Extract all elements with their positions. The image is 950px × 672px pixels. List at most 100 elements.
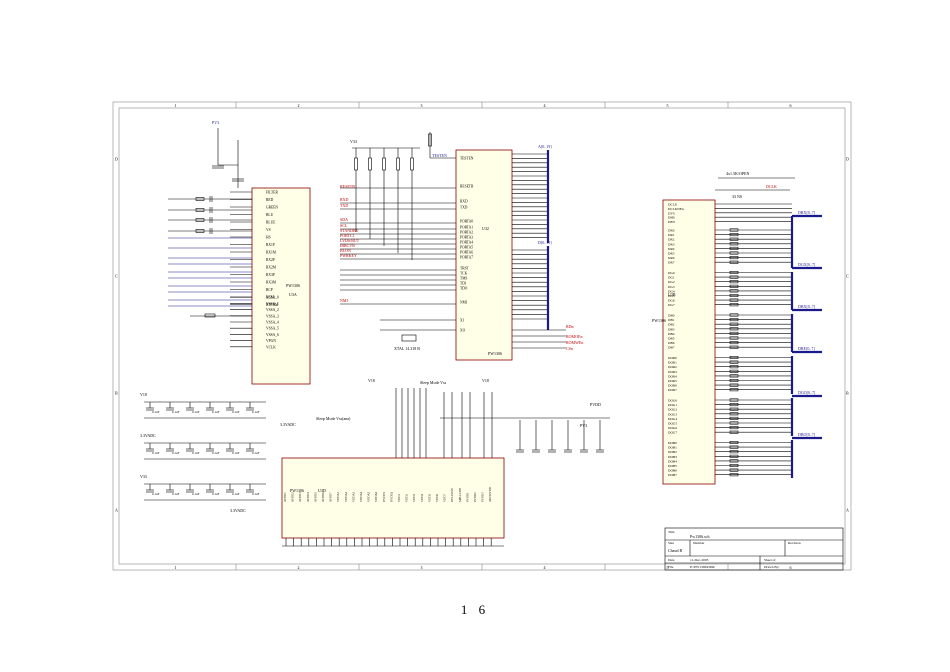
u3d-pin-label: VDDA1: [336, 491, 340, 502]
u3b-series-resistors: [729, 228, 739, 477]
cap-value: 0.1uF: [172, 492, 180, 496]
u3a-pin-label: VSSA_1: [266, 302, 279, 306]
u3b-chip-body: [662, 199, 716, 485]
u3b-pin-label: DR7: [668, 261, 675, 265]
input-resistor: [195, 197, 205, 201]
blon-label: BLON: [340, 248, 351, 253]
series-resistor: [729, 322, 739, 326]
u32-pin-label: TDI: [460, 282, 467, 286]
u3d-pin-label: AVDD2: [291, 492, 295, 502]
cap-value: 0.1uF: [152, 492, 160, 496]
column-label-bottom: 6: [790, 565, 792, 570]
series-resistor: [729, 270, 739, 274]
series-resistor: [729, 246, 739, 250]
u3b-pin-label: DR3: [668, 242, 675, 246]
series-resistor: [729, 459, 739, 463]
u3b-pin-label: DR5: [668, 252, 675, 256]
bus-b-label: DBX[0..7]: [798, 304, 816, 309]
u3b-pin-label: DB4: [668, 332, 675, 336]
u3a-pin-label: BLU: [266, 213, 274, 217]
v18-label-c: V18: [482, 378, 489, 383]
u32-pin-label: PORTA2: [460, 231, 473, 235]
series-resistor: [729, 233, 739, 237]
u3a-pin-label: RTERM: [266, 303, 279, 307]
series-resistor: [729, 228, 739, 232]
u3b-pin-label: DOR5: [668, 379, 677, 383]
u3b-pin-label: DOR2: [668, 365, 677, 369]
u3b-pin-label: DOG4: [668, 417, 677, 421]
u3b-pin-label: DOR0: [668, 356, 677, 360]
u3d-ref: U3D: [318, 488, 326, 493]
cap-value: 0.1uF: [232, 410, 240, 414]
csn-label: CSn: [566, 346, 573, 351]
series-resistor: [729, 327, 739, 331]
bus-r2-label: DRE[0..7]: [798, 346, 815, 351]
series-resistor: [729, 416, 739, 420]
u32-pin-label: PORTA7: [460, 256, 473, 260]
column-label-bottom: 5: [667, 565, 669, 570]
pwrkey-label: PWRKEY: [340, 253, 357, 258]
series-resistor: [729, 293, 739, 297]
u3d-pin-label: VDD7: [443, 494, 447, 502]
series-resistor: [729, 355, 739, 359]
u3d-pin-label: VDD6: [435, 494, 439, 502]
u3a-chip-body: [251, 187, 311, 385]
u3a-pins: FILTERREDGREENBLUBLUEVSHSRX1PRX1MRX2PRX2…: [230, 191, 279, 349]
row-label-left: A: [115, 508, 118, 513]
v33adc-label-a: 3.3VADC: [140, 433, 156, 438]
bus-g-label: DGX[0..7]: [798, 262, 816, 267]
pv3-label: PV3: [212, 120, 219, 125]
u3d-pin-label: AVDD4: [306, 492, 310, 502]
title-block: Title Pw1306.sch Size Chaud B Number Rev…: [664, 527, 844, 571]
u32-pin-label: TDO: [460, 287, 468, 291]
series-resistor: [729, 289, 739, 293]
column-label-top: 3: [421, 103, 423, 108]
u3a-pin-label: RCM: [266, 296, 275, 300]
bus-b2-label: DBO[0..7]: [798, 432, 816, 437]
u3d-pin-label: VDD5: [427, 494, 431, 502]
cap-value: 0.1uF: [152, 451, 160, 455]
tb-size-label: Size: [668, 541, 674, 545]
u32-pin-label: TRST: [460, 267, 470, 271]
pvdd-label: PVDD: [590, 402, 601, 407]
series-resistor: [729, 388, 739, 392]
series-resistor: [729, 331, 739, 335]
u3a-pin-label: RX3M: [266, 281, 277, 285]
u32-pin-label: PORTA6: [460, 251, 473, 255]
cap-value: 0.1uF: [192, 451, 200, 455]
column-label-bottom: 3: [421, 565, 423, 570]
cap-value: 0.1uF: [212, 410, 220, 414]
u3d-pin-label: AVDD3: [298, 492, 302, 502]
v18-label-b: V18: [368, 378, 375, 383]
u3b-pin-label: DOG3: [668, 412, 677, 416]
input-resistor: [195, 218, 205, 222]
u32-pin-label: RXD: [460, 200, 468, 204]
u3b-pin-label: DOG1: [668, 403, 677, 407]
tb-revision-label: Revision: [788, 541, 801, 545]
sleep-left-label: Sleep Mode Vss(ana): [316, 416, 351, 421]
series-resistor: [729, 403, 739, 407]
u3b-pin-label: DHS: [668, 216, 675, 220]
pullup-resistors: [354, 133, 432, 260]
u3a-pin-label: HS: [266, 236, 271, 240]
standby-label: STANDBY: [340, 228, 359, 233]
series-resistor: [729, 260, 739, 264]
series-resistor: [729, 426, 739, 430]
cap-value: 0.1uF: [172, 451, 180, 455]
u3d-pin-label: PVDD3: [481, 492, 485, 502]
u3b-pin-label: DG7: [668, 303, 675, 307]
u3a-pin-label: RX2P: [266, 258, 275, 262]
series-resistor: [729, 242, 739, 246]
u3d-part: PW1306: [290, 488, 304, 493]
pullup-resistor: [396, 157, 400, 171]
u3b-ref: U3B: [668, 292, 676, 297]
sda-label: SDA: [340, 217, 348, 222]
series-resistor: [729, 430, 739, 434]
u3a-pin-label: VS: [266, 228, 271, 232]
u3b-pin-label: DR6: [668, 256, 675, 260]
u32-pin-label: PORTA4: [460, 241, 473, 245]
